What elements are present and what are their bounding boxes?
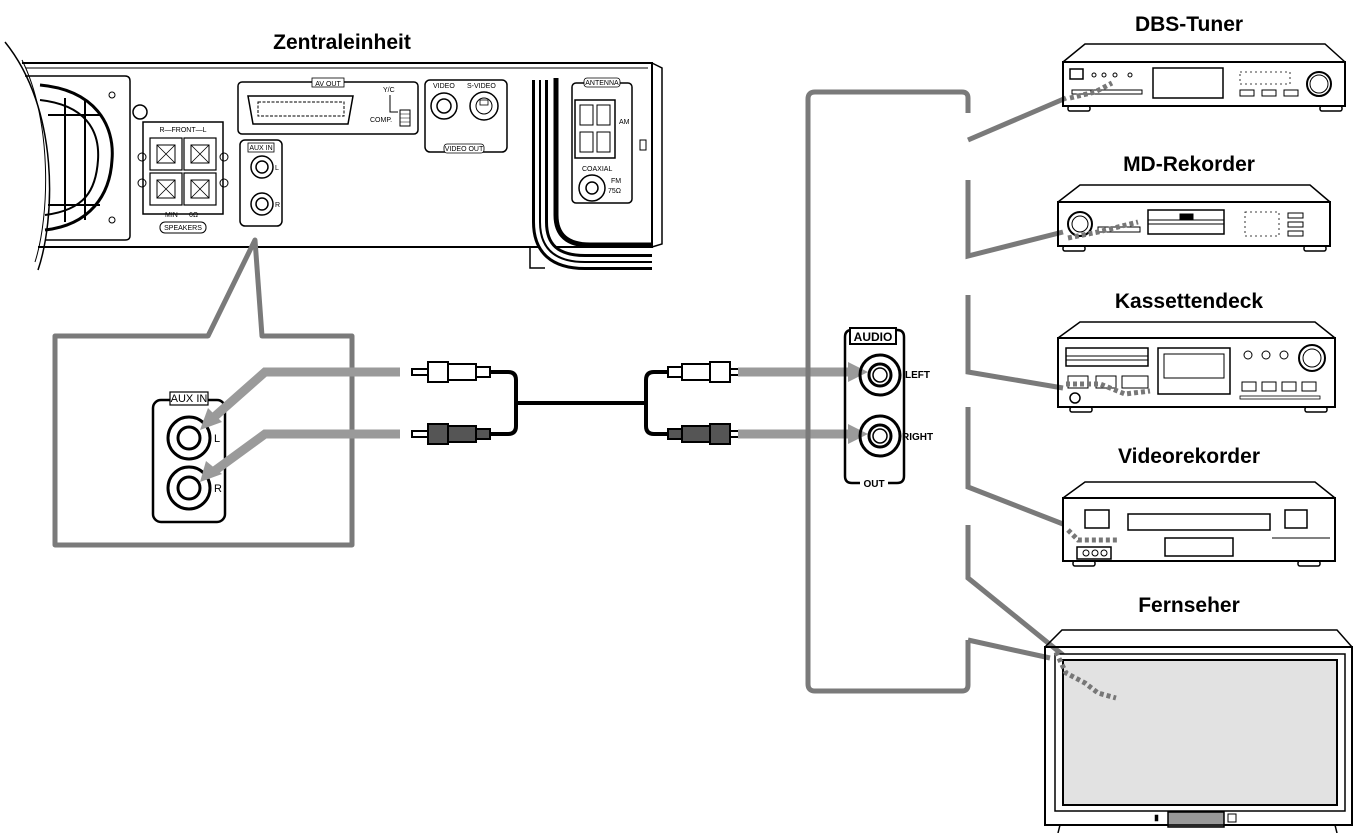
central-unit-title: Zentraleinheit <box>273 31 411 54</box>
front-label: R—FRONT—L <box>159 127 206 134</box>
video-out-label: VIDEO OUT <box>445 146 484 153</box>
audio-out-block <box>843 327 906 485</box>
left-label: LEFT <box>905 370 930 381</box>
rca-cable <box>411 361 747 445</box>
tv-title: Fernseher <box>1138 594 1240 617</box>
md-recorder <box>1057 184 1331 252</box>
dbs-tuner <box>1062 43 1346 112</box>
aux-l-panel-label: L <box>275 165 279 172</box>
right-black-plug <box>667 423 747 445</box>
aux-arrows <box>200 367 400 482</box>
am-label: AM <box>619 119 630 126</box>
source-bracket <box>805 89 971 694</box>
video-label: VIDEO <box>433 83 455 90</box>
out-label: OUT <box>863 479 884 490</box>
television <box>1044 629 1353 833</box>
coaxial-label: COAXIAL <box>582 166 612 173</box>
video-recorder-title: Videorekorder <box>1118 445 1260 468</box>
bracket-connectors <box>965 95 1067 661</box>
audio-out-arrows <box>738 362 868 444</box>
left-white-plug <box>411 361 491 383</box>
fm-ohm-label: 75Ω <box>608 188 621 195</box>
right-label: RIGHT <box>902 432 933 443</box>
video-recorder <box>1062 481 1336 567</box>
zoom-aux-in-label: AUX IN <box>171 393 208 405</box>
zoom-r-label: R <box>214 483 222 495</box>
antenna-label: ANTENNA <box>585 80 619 87</box>
central-unit <box>4 41 663 271</box>
right-white-plug <box>667 361 747 383</box>
cassette-deck-title: Kassettendeck <box>1115 290 1264 313</box>
fm-label: FM <box>611 178 621 185</box>
aux-in-panel-label: AUX IN <box>249 145 272 152</box>
min-label: MIN <box>165 212 178 219</box>
min-ohm-label: 6Ω <box>189 212 198 219</box>
yc-label: Y/C <box>383 87 395 94</box>
zoom-l-label: L <box>214 433 220 445</box>
comp-label: COMP. <box>370 117 392 124</box>
dbs-tuner-title: DBS-Tuner <box>1135 13 1243 36</box>
s-video-label: S-VIDEO <box>467 83 496 90</box>
speakers-label: SPEAKERS <box>164 225 202 232</box>
md-recorder-title: MD-Rekorder <box>1123 153 1255 176</box>
audio-label: AUDIO <box>854 330 893 344</box>
aux-r-panel-label: R <box>275 202 280 209</box>
cassette-deck <box>1057 321 1336 413</box>
av-out-label: AV OUT <box>315 81 341 88</box>
left-black-plug <box>411 423 491 445</box>
